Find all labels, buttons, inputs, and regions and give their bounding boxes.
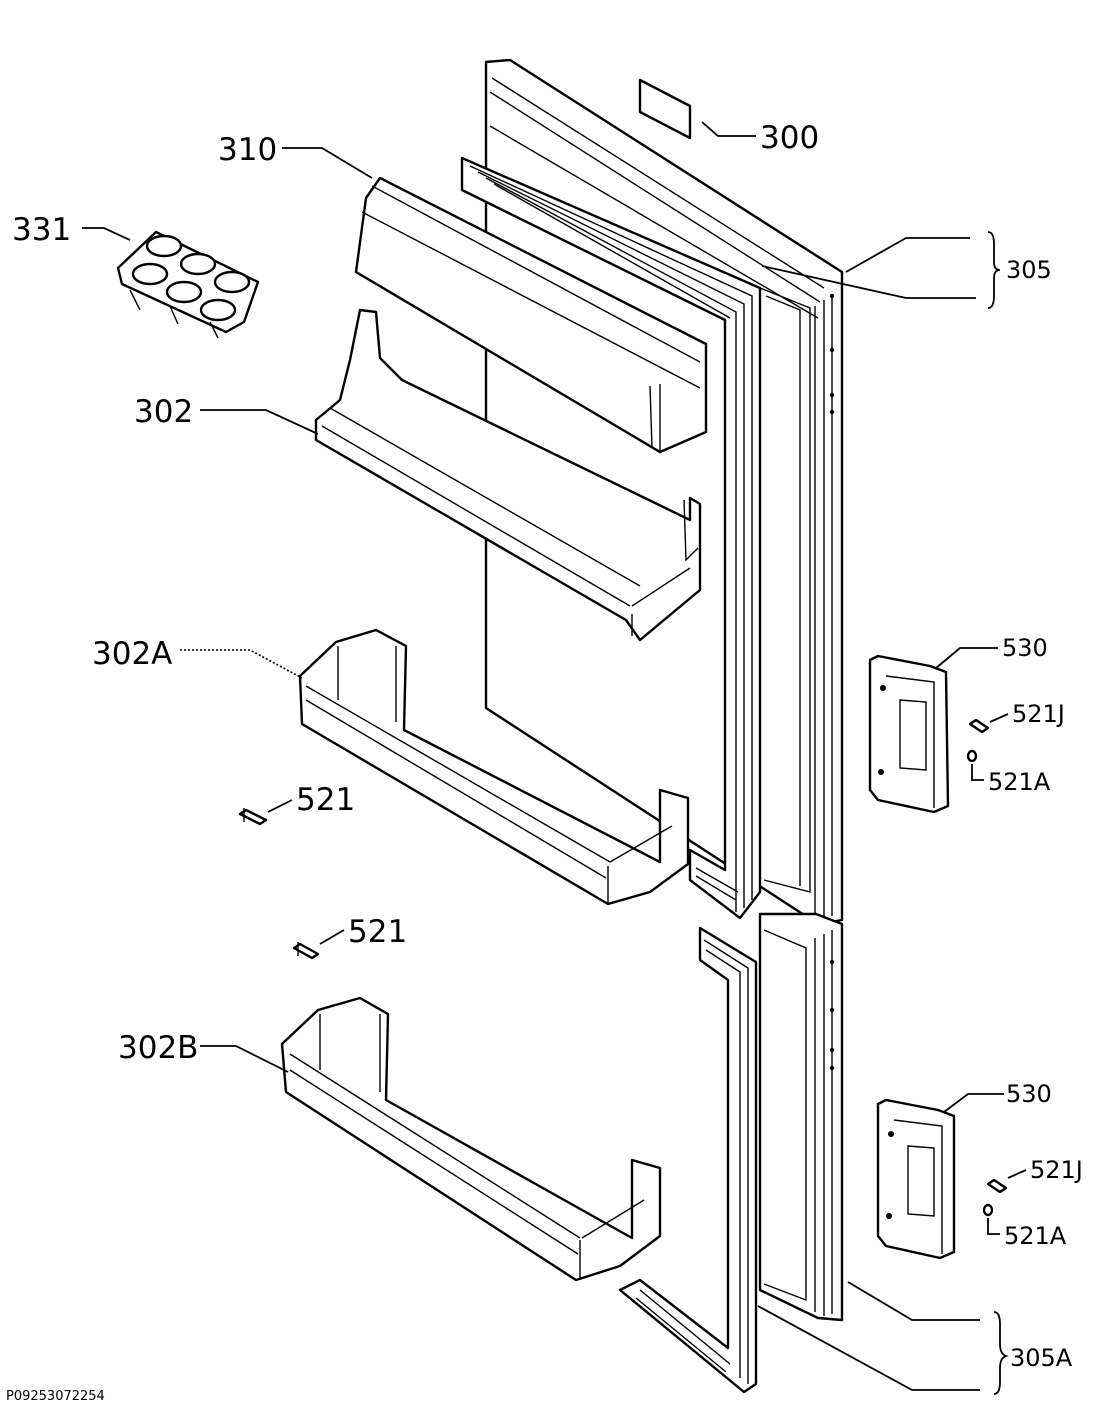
door-handle-530-upper: 530 (868, 634, 1048, 814)
callout-300: 300 (760, 120, 819, 156)
door-shelf-302A: 302A (92, 628, 690, 906)
door-handle-530-lower: 530 (876, 1080, 1052, 1260)
lower-door-panel (758, 912, 844, 1322)
door-shelf-302B: 302B (118, 996, 662, 1282)
callout-310: 310 (218, 132, 277, 168)
screw-521-lower: 521 (292, 914, 407, 960)
egg-tray-331: 331 (12, 212, 260, 339)
callout-521-upper: 521 (296, 782, 355, 818)
callout-331: 331 (12, 212, 71, 248)
label-sticker-300: 300 (638, 78, 819, 156)
callout-530-lower: 530 (1006, 1080, 1052, 1108)
dairy-compartment-310: 310 (218, 132, 708, 454)
callout-305: 305 (1006, 256, 1052, 284)
callout-302A: 302A (92, 636, 172, 672)
callout-530-upper: 530 (1002, 634, 1048, 662)
door-shelf-302: 302 (134, 308, 702, 642)
callout-305A-group: 305A (757, 1281, 1073, 1395)
upper-door-gasket (460, 156, 811, 920)
washer-521A-upper: 521A (966, 749, 1051, 796)
callout-302B: 302B (118, 1030, 198, 1066)
callout-521J-upper: 521J (1012, 700, 1065, 728)
callout-521A-lower: 521A (1004, 1222, 1067, 1250)
callout-521-lower: 521 (348, 914, 407, 950)
callout-521J-lower: 521J (1030, 1156, 1083, 1184)
screw-521J-lower: 521J (986, 1156, 1083, 1194)
callout-302: 302 (134, 394, 193, 430)
callout-305-group: 305 (761, 231, 1052, 309)
diagram-reference-code: P09253072254 (6, 1389, 105, 1404)
screw-521J-upper: 521J (968, 700, 1065, 734)
lower-door-gasket (618, 926, 758, 1394)
callout-521A-upper: 521A (988, 768, 1051, 796)
screw-521-upper: 521 (238, 782, 355, 826)
callout-305A: 305A (1010, 1344, 1073, 1372)
washer-521A-lower: 521A (982, 1203, 1067, 1250)
